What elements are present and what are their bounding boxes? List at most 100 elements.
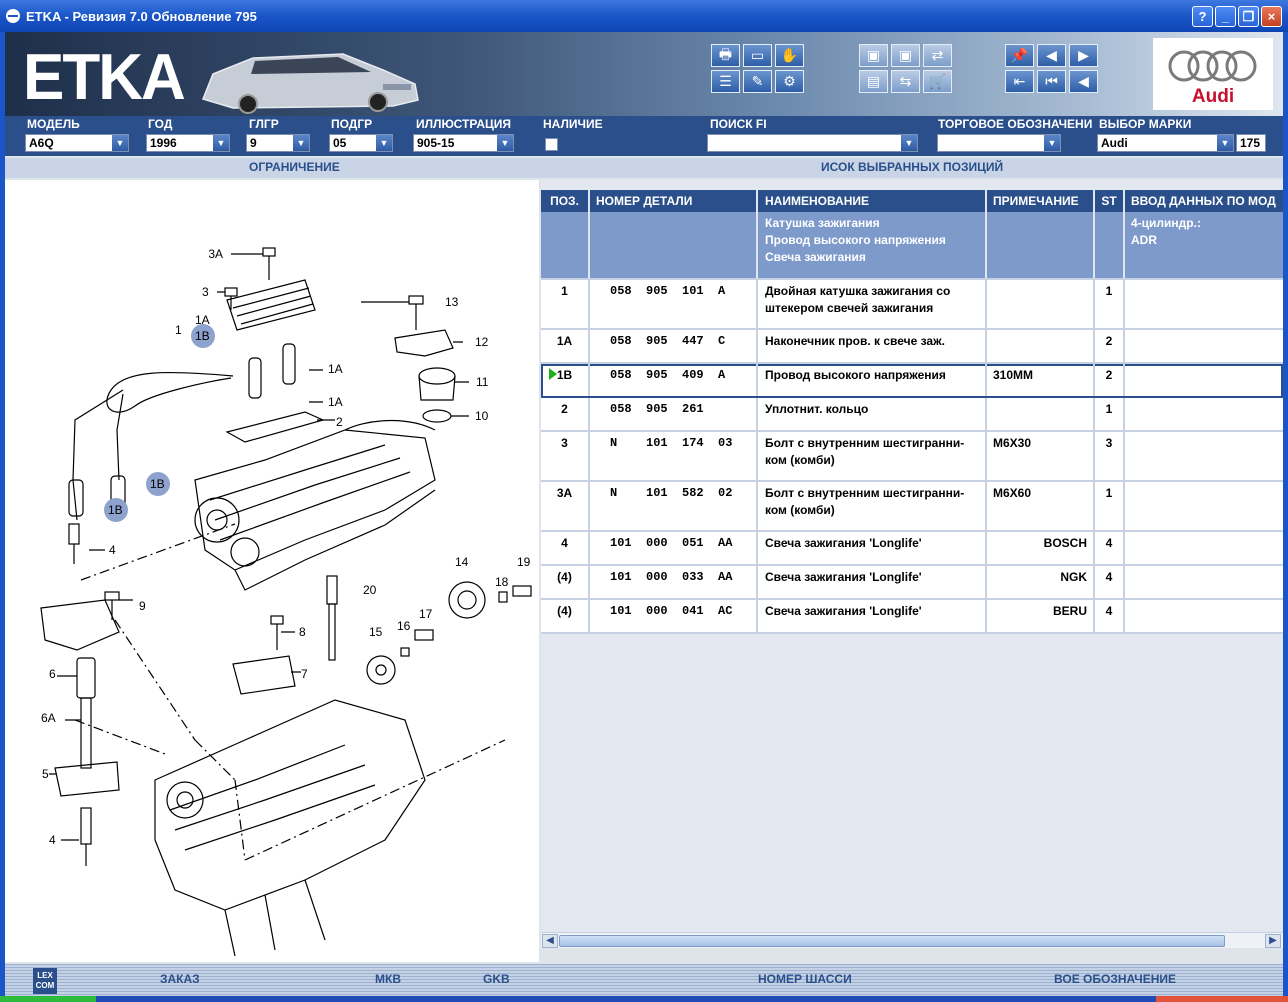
monitor-icon[interactable]: ▤: [859, 70, 888, 93]
row-st: 2: [1095, 364, 1125, 396]
info-pos: [541, 212, 590, 278]
horizontal-scrollbar[interactable]: ◀ ▶: [541, 932, 1283, 948]
col-pos[interactable]: ПОЗ.: [541, 190, 590, 212]
elsa-icon[interactable]: ▣: [859, 44, 888, 67]
row-note: 310MM: [987, 364, 1095, 396]
main-group-select[interactable]: 9▼: [246, 134, 310, 152]
row-part-number: 058 905 447 C: [590, 330, 758, 362]
chevron-down-icon[interactable]: ▼: [497, 135, 513, 151]
page-back-icon[interactable]: ◀: [1037, 44, 1066, 67]
svg-text:20: 20: [363, 583, 377, 597]
svg-text:1B: 1B: [195, 329, 210, 343]
depot-icon[interactable]: ▣: [891, 44, 920, 67]
selected-row-arrow-icon: [549, 368, 557, 380]
chevron-down-icon[interactable]: ▼: [112, 135, 128, 151]
row-part-number: 058 905 261: [590, 398, 758, 430]
service-icon[interactable]: ⚙: [775, 70, 804, 93]
sub-group-select[interactable]: 05 ▼: [329, 134, 393, 152]
chevron-down-icon[interactable]: ▼: [293, 135, 309, 151]
scroll-left-icon[interactable]: ◀: [542, 934, 558, 948]
gkb-button[interactable]: GKB: [483, 972, 510, 986]
row-note: [987, 398, 1095, 430]
pencil-icon[interactable]: ✎: [743, 70, 772, 93]
info-name-0: Катушка зажигания: [765, 216, 880, 230]
exploded-view-illustration[interactable]: 3A 3 1A 1 1B 1A 1A 2 13 12 11 10 1B 1B 4…: [5, 180, 539, 962]
col-st[interactable]: ST: [1095, 190, 1125, 212]
model-select[interactable]: A6Q▼: [25, 134, 129, 152]
row-note: [987, 330, 1095, 362]
minimize-button[interactable]: _: [1215, 6, 1236, 27]
svg-text:19: 19: [517, 555, 531, 569]
brand-select-value: Audi: [1101, 136, 1128, 150]
chevron-down-icon[interactable]: ▼: [213, 135, 229, 151]
handshake-icon[interactable]: ✋: [775, 44, 804, 67]
info-number: [590, 212, 758, 278]
sub-group-value: 05: [333, 136, 347, 150]
restore-button[interactable]: ❐: [1238, 6, 1259, 27]
scroll-right-icon[interactable]: ▶: [1265, 934, 1281, 948]
tray-strip: [1156, 996, 1288, 1002]
mkv-button[interactable]: МКВ: [375, 972, 401, 986]
row-part-number: 058 905 101 A: [590, 280, 758, 328]
row-name: Свеча зажигания 'Longlife': [758, 532, 987, 564]
col-part-number[interactable]: НОМЕР ДЕТАЛИ: [590, 190, 758, 212]
row-name-line: Наконечник пров. к свече заж.: [765, 334, 945, 348]
row-name-line: штекером свечей зажигания: [765, 301, 934, 315]
all-marks-button[interactable]: ВОЕ ОБОЗНАЧЕНИЕ: [1054, 972, 1176, 986]
chevron-down-icon[interactable]: ▼: [376, 135, 392, 151]
svg-text:16: 16: [397, 619, 411, 633]
chassis-number-button[interactable]: НОМЕР ШАССИ: [758, 972, 852, 986]
help-button[interactable]: ?: [1192, 6, 1213, 27]
car-picture: [201, 53, 419, 114]
year-value: 1996: [150, 136, 177, 150]
screen-icon[interactable]: ▭: [743, 44, 772, 67]
window-border-left: [0, 32, 5, 996]
cart-transfer-icon[interactable]: ⇄: [923, 44, 952, 67]
col-name[interactable]: НАИМЕНОВАНИЕ: [758, 190, 987, 212]
order-button[interactable]: ЗАКАЗ: [160, 972, 200, 986]
row-st: 1: [1095, 398, 1125, 430]
close-button[interactable]: ×: [1261, 6, 1282, 27]
col-input[interactable]: ВВОД ДАННЫХ ПО МОД: [1125, 190, 1283, 212]
scroll-thumb[interactable]: [559, 935, 1225, 947]
year-select[interactable]: 1996 ▼: [146, 134, 230, 152]
previous-icon[interactable]: ◀: [1069, 70, 1098, 93]
exit-icon[interactable]: ⇤: [1005, 70, 1034, 93]
print-icon[interactable]: 🖶: [711, 44, 740, 67]
chevron-down-icon[interactable]: ▼: [1044, 135, 1060, 151]
illustration-select[interactable]: 905-15▼: [413, 134, 514, 152]
trade-mark-select[interactable]: ▼: [937, 134, 1061, 152]
restriction-header[interactable]: ОГРАНИЧЕНИЕ: [249, 160, 340, 174]
brand-select[interactable]: Audi ▼: [1097, 134, 1234, 152]
availability-checkbox[interactable]: [545, 138, 558, 151]
cart-icon[interactable]: 🛒: [923, 70, 952, 93]
svg-text:17: 17: [419, 607, 433, 621]
page-forward-icon[interactable]: ▶: [1069, 44, 1098, 67]
title-bar: ETKA - Ревизия 7.0 Обновление 795 ? _ ❐ …: [0, 0, 1288, 32]
car-transfer-icon[interactable]: ⇆: [891, 70, 920, 93]
chevron-down-icon[interactable]: ▼: [1217, 135, 1233, 151]
toolbar-group-print: 🖶 ▭ ✋ ☰ ✎ ⚙: [711, 44, 804, 93]
list-icon[interactable]: ☰: [711, 70, 740, 93]
first-icon[interactable]: ⏮: [1037, 70, 1066, 93]
svg-text:18: 18: [495, 575, 509, 589]
illustration-label: ИЛЛЮСТРАЦИЯ: [416, 117, 512, 131]
chevron-down-icon[interactable]: ▼: [901, 135, 917, 151]
row-input: [1125, 566, 1283, 598]
info-input-0: 4-цилиндр.:: [1131, 216, 1201, 230]
search-fi-select[interactable]: ▼: [707, 134, 918, 152]
col-note[interactable]: ПРИМЕЧАНИЕ: [987, 190, 1095, 212]
pin-icon[interactable]: 📌: [1005, 44, 1034, 67]
row-st: 1: [1095, 482, 1125, 530]
